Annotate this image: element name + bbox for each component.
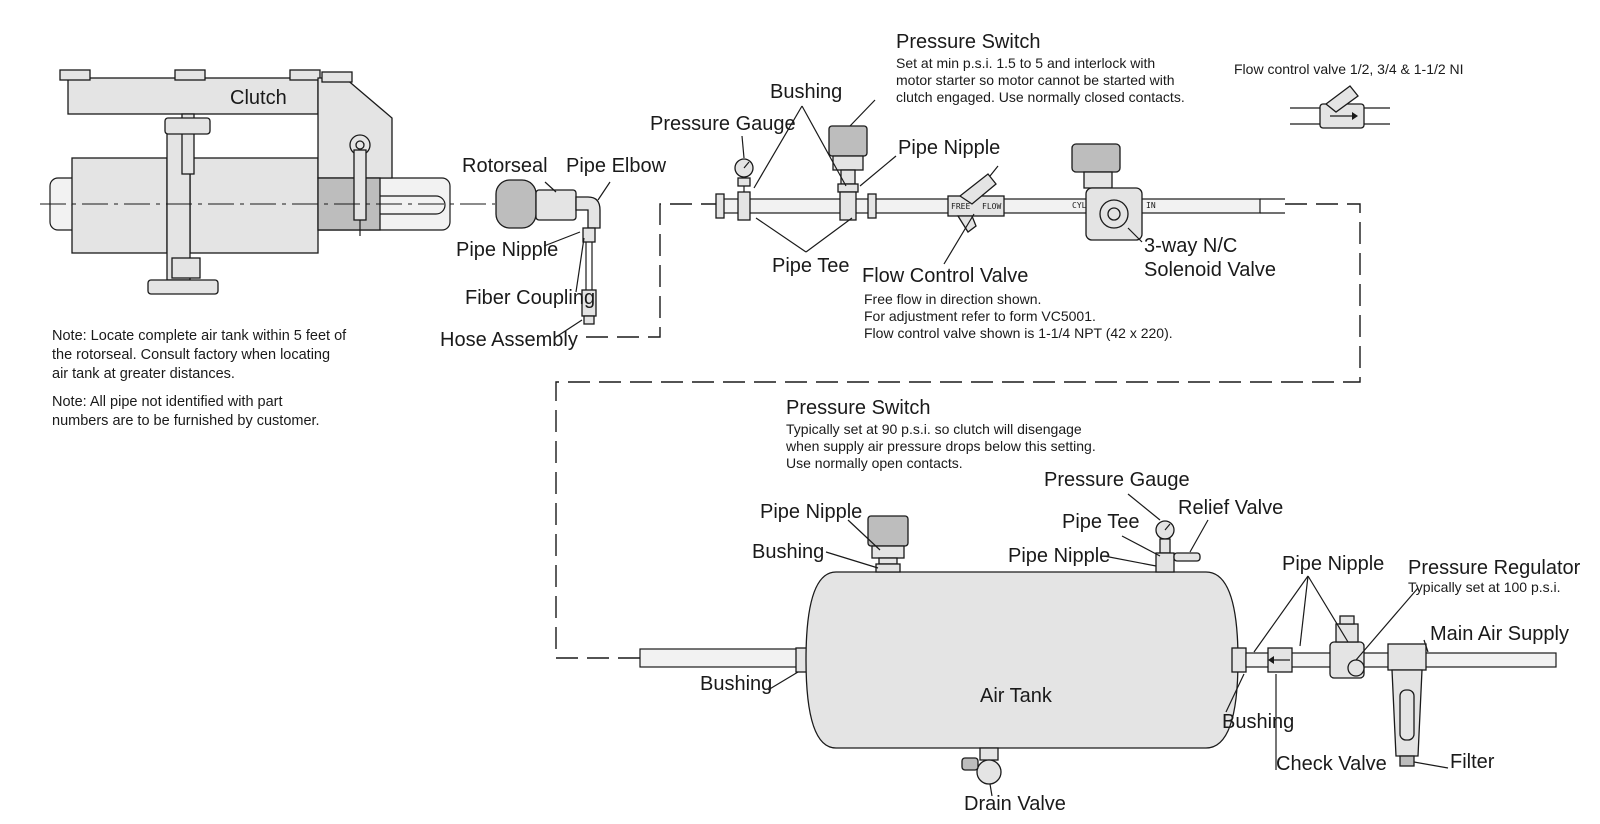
solenoid-valve-label-1: 3-way N/C [1144,235,1237,257]
port-in-text: IN [1146,201,1156,210]
pressure-regulator-title: Pressure Regulator [1408,557,1581,579]
pipe-nipple-label-left: Pipe Nipple [456,239,558,261]
bushing-label-tank-right: Bushing [1222,711,1294,733]
flow-control-valve-desc-2: For adjustment refer to form VC5001. [864,308,1096,324]
pipe-nipple-label-tank-left: Pipe Nipple [760,501,862,523]
pipe-tee-left [715,191,751,221]
bushing-label-top: Bushing [770,81,842,103]
bushing-label-tank-left: Bushing [700,673,772,695]
flow-valve-flow-text: FLOW [982,202,1001,211]
rotorseal-label: Rotorseal [462,155,548,177]
solenoid-valve-label-2: Solenoid Valve [1144,259,1276,281]
flow-valve-free-text: FREE [951,202,970,211]
pressure-regulator-subtitle: Typically set at 100 p.s.i. [1408,579,1561,595]
flow-control-valve-desc-1: Free flow in direction shown. [864,291,1041,307]
pipe-elbow-label: Pipe Elbow [566,155,667,177]
note1-line2: the rotorseal. Consult factory when loca… [52,347,330,363]
filter-label: Filter [1450,751,1495,773]
supply-line [1245,615,1557,767]
pressure-gauge-label-top: Pressure Gauge [650,113,796,135]
pressure-gauge-bottom [1155,520,1201,573]
check-valve-label: Check Valve [1276,753,1387,775]
air-tank [639,571,1247,749]
note2-line2: numbers are to be furnished by customer. [52,413,320,429]
pressure-switch-desc-bottom-1: Typically set at 90 p.s.i. so clutch wil… [786,421,1082,437]
note1-line3: air tank at greater distances. [52,366,235,382]
solenoid-valve: CYL IN [1071,143,1156,241]
rotorseal [495,179,577,229]
pressure-gauge-label-bottom: Pressure Gauge [1044,469,1190,491]
drain-valve [961,747,1002,785]
note2-line1: Note: All pipe not identified with part [52,394,283,410]
fiber-coupling-label: Fiber Coupling [465,287,595,309]
clutch-label: Clutch [230,87,287,109]
pressure-switch-desc-top-3: clutch engaged. Use normally closed cont… [896,89,1185,105]
air-tank-label: Air Tank [980,685,1053,707]
flow-valve-inset-label: Flow control valve 1/2, 3/4 & 1-1/2 NI [1234,61,1464,77]
flow-control-valve-desc-3: Flow control valve shown is 1-1/4 NPT (4… [864,325,1173,341]
pressure-switch-desc-top-1: Set at min p.s.i. 1.5 to 5 and interlock… [896,55,1155,71]
leader-lines [543,99,1449,797]
pressure-switch-bottom [867,515,909,573]
port-cyl-text: CYL [1072,201,1087,210]
clutch-assembly [49,69,451,295]
pipe-nipple-label-tank-right: Pipe Nipple [1008,545,1110,567]
pressure-switch-desc-top-2: motor starter so motor cannot be started… [896,72,1175,88]
pipe-nipple-label-supply: Pipe Nipple [1282,553,1384,575]
bushing-label-tank-top: Bushing [752,541,824,563]
flow-valve-inset [1290,85,1390,129]
pressure-switch-desc-bottom-3: Use normally open contacts. [786,455,963,471]
hose-assembly-label: Hose Assembly [440,329,578,351]
pressure-switch-top [828,125,868,221]
pipe-nipple-label-top: Pipe Nipple [898,137,1000,159]
pipe-tee-label-top: Pipe Tee [772,255,849,277]
hose-assembly [581,227,597,325]
pipe-elbow [575,196,601,229]
drain-valve-label: Drain Valve [964,793,1066,815]
flow-control-valve-title: Flow Control Valve [862,265,1028,287]
main-air-supply-label: Main Air Supply [1430,623,1569,645]
pressure-gauge-top [734,158,754,192]
pipe-tee-label-bottom: Pipe Tee [1062,511,1139,533]
note1-line1: Note: Locate complete air tank within 5 … [52,328,347,344]
pressure-switch-desc-bottom-2: when supply air pressure drops below thi… [785,438,1096,454]
pressure-switch-title-bottom: Pressure Switch [786,397,931,419]
flow-control-valve: FREE FLOW [947,165,1005,233]
pressure-switch-title-top: Pressure Switch [896,31,1041,53]
relief-valve-label: Relief Valve [1178,497,1283,519]
